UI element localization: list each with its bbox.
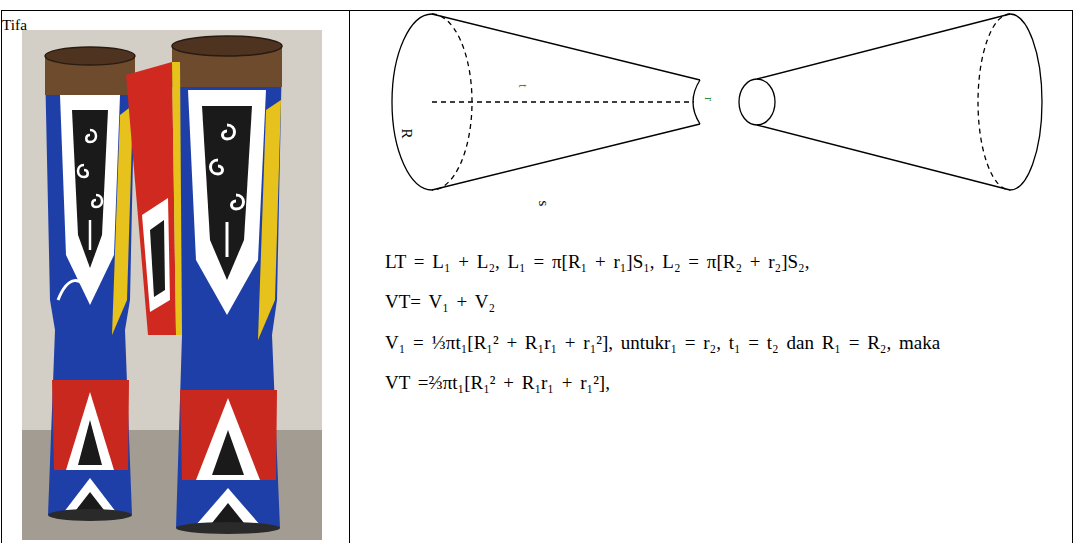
formula: LT = L₁ + L₂, L₁ = π[R₁ + r₁]S₁, L₂ = π[… [385, 247, 1035, 277]
right-drum-part [232, 195, 244, 209]
small-end [693, 80, 700, 124]
slant-edge [432, 124, 700, 190]
dimension-label: t [517, 83, 529, 88]
drum-handle [126, 62, 182, 335]
dimension-label: R [399, 127, 414, 139]
left-drum-part [64, 478, 116, 512]
slant-edge [757, 125, 1010, 190]
large-end-front [1010, 14, 1042, 190]
right-drum-part [196, 488, 260, 525]
right-drum-part [211, 160, 223, 174]
left-drum-part [86, 130, 96, 142]
slant-edge [757, 14, 1010, 79]
right-drum-part [188, 90, 266, 315]
table-cell: Tifa [1, 10, 350, 543]
left-drum-part [78, 165, 88, 177]
left-drum-part [66, 392, 114, 470]
formula: VT= V₁ + V₂ [385, 287, 1035, 317]
drum-handle-part [142, 198, 170, 312]
right-drum-part [226, 222, 229, 257]
tifa-photo-part [22, 30, 322, 540]
left-drum-part [72, 110, 108, 268]
right-drum-part [196, 398, 260, 480]
left-drum-part [60, 95, 120, 305]
right-drum-part [180, 390, 277, 480]
formula: V₁ = ⅓πt₁[R₁² + R₁r₁ + r₁²], untukr₁ = r… [385, 328, 1035, 358]
left-drum-part [58, 281, 88, 300]
right-drum-part [176, 522, 280, 534]
left-drum [45, 47, 135, 521]
large-end-hidden [978, 14, 1010, 190]
left-drum-part [112, 105, 133, 335]
drum-handle-part [150, 220, 165, 297]
right-drum-part [172, 55, 282, 528]
right-drum [172, 36, 282, 534]
drum-handle-part [172, 62, 182, 335]
left-drum-part [52, 380, 129, 470]
right-drum-part [172, 36, 282, 56]
large-end-front [392, 14, 432, 190]
left-drum-part [45, 47, 135, 65]
formula: VT =⅔πt₁[R₁² + R₁r₁ + r₁²], [385, 368, 1035, 398]
height-line [432, 101, 694, 102]
text-area: LT = L₁ + L₂, L₁ = π[R₁ + r₁]S₁, L₂ = π[… [385, 247, 1035, 409]
right-drum-part [223, 125, 235, 139]
dimension-label: r [703, 96, 715, 102]
left-drum-part [89, 220, 92, 250]
right-drum-part [212, 503, 244, 523]
text-area: Tifa [2, 13, 349, 37]
right-drum-part [212, 430, 244, 475]
frustum-drawing [392, 14, 1042, 190]
left-drum-part [48, 509, 132, 521]
small-end [739, 79, 775, 125]
left-drum-part [92, 195, 102, 207]
slant-edge [432, 14, 700, 80]
right-drum-part [258, 100, 281, 340]
left-drum-part [45, 65, 135, 515]
drum-handle-part [126, 62, 176, 335]
column-heading: Tifa [2, 13, 349, 37]
table-cell: LT = L₁ + L₂, L₁ = π[R₁ + r₁]S₁, L₂ = π[… [349, 10, 1073, 543]
tifa-photo [22, 30, 322, 540]
left-drum-part [76, 492, 104, 510]
right-drum-part [202, 106, 252, 280]
dimension-label: s [536, 200, 551, 208]
left-drum-part [78, 420, 102, 465]
